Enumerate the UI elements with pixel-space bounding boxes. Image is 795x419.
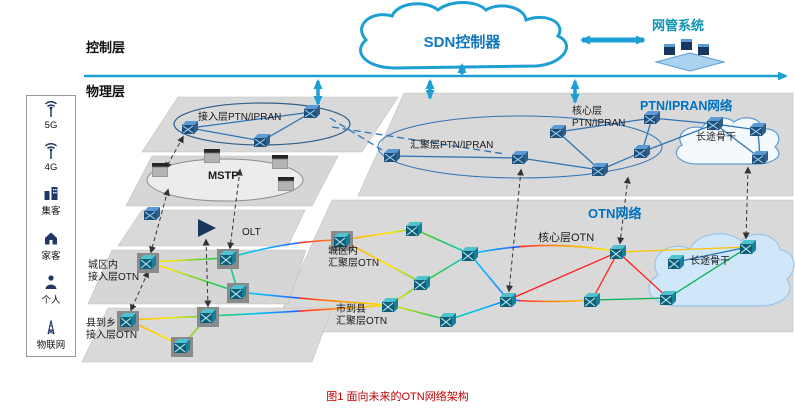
plane-ptn-core	[357, 92, 794, 197]
sdn-controller-cloud	[359, 1, 568, 70]
access-ptn-label: 接入层PTN/IPRAN	[198, 112, 282, 123]
antenna-5g-icon	[44, 101, 58, 117]
otn-node	[199, 309, 217, 324]
otn-node	[173, 339, 191, 354]
sidebar-item-4g: 4G	[42, 142, 60, 173]
ptn-router-node	[383, 149, 401, 163]
control-layer-label: 控制层	[86, 40, 126, 55]
ptn-router-node	[303, 105, 321, 119]
sidebar-item-label: 个人	[41, 295, 61, 307]
longhaul-ptn-label: 长途骨干	[696, 132, 736, 143]
longhaul-otn-cloud	[648, 233, 795, 307]
otn-node	[667, 255, 685, 270]
mstp-node	[204, 149, 220, 163]
customer-types-sidebar: 5G 4G 集客 家客	[26, 95, 76, 357]
sidebar-item-label: 家客	[41, 250, 61, 262]
antenna-4g-icon	[44, 142, 58, 159]
sidebar-item-label: 5G	[44, 120, 58, 131]
otn-node	[405, 222, 423, 237]
person-icon	[45, 275, 57, 290]
sidebar-item-iot: 物联网	[36, 318, 66, 351]
urban-agg-otn-label: 城区内 汇聚层OTN	[328, 246, 380, 270]
mstp-node	[278, 177, 294, 191]
mstp-node	[272, 155, 288, 169]
sidebar-item-label: 4G	[44, 161, 58, 173]
ptn-router-node	[751, 151, 769, 165]
otn-node	[139, 255, 157, 270]
otn-node	[499, 293, 517, 308]
olt-triangle-icon	[198, 219, 216, 237]
nms-title: 网管系统	[652, 18, 705, 33]
building-icon	[44, 187, 58, 201]
physical-layer-label: 物理层	[86, 84, 126, 99]
core-otn-label: 核心层OTN	[538, 232, 595, 244]
sidebar-item-5g: 5G	[42, 101, 60, 131]
otn-node	[739, 240, 757, 255]
sidebar-item-home-customers: 家客	[41, 229, 61, 262]
otn-node	[461, 247, 479, 262]
ptn-router-node	[749, 123, 767, 137]
nms-icon	[654, 39, 726, 72]
county-access-otn-label: 县到乡 接入层OTN	[86, 318, 138, 342]
city-county-agg-otn-label: 市到县 汇聚层OTN	[336, 304, 388, 328]
otn-node	[333, 233, 351, 248]
control-to-physical-arrows	[313, 63, 580, 106]
otn-node	[229, 285, 247, 300]
otn-node	[583, 293, 601, 308]
otn-node	[413, 276, 431, 291]
core-ptn-label: 核心层 PTN/IPRAN	[572, 106, 626, 130]
ptn-router-node	[633, 145, 651, 159]
figure-caption: 图1 面向未来的OTN网络架构	[326, 391, 469, 403]
sidebar-item-label: 集客	[41, 206, 61, 218]
ptn-router-node	[253, 134, 271, 148]
mstp-node	[152, 163, 168, 177]
agg-ptn-label: 汇聚层PTN/IPRAN	[410, 140, 494, 151]
otn-node	[609, 245, 627, 260]
ptn-network-label: PTN/IPRAN网络	[640, 99, 733, 113]
otn-node	[659, 291, 677, 306]
ptn-router-node	[511, 151, 529, 165]
olt-node	[143, 207, 161, 221]
sidebar-item-label: 物联网	[36, 339, 66, 351]
sdn-controller-label: SDN控制器	[423, 34, 501, 51]
interlayer-dashed-arrows	[130, 135, 752, 312]
plane-access-ptn	[141, 96, 399, 153]
plane-county-access-otn	[81, 307, 333, 363]
home-icon	[44, 232, 57, 245]
otn-links	[127, 228, 749, 347]
ptn-router-node	[549, 125, 567, 139]
sidebar-item-group-customers: 集客	[41, 184, 61, 218]
longhaul-otn-label: 长途骨干	[690, 256, 730, 267]
urban-access-otn-label: 城区内 接入层OTN	[88, 260, 140, 284]
ptn-router-node	[591, 163, 609, 177]
ptn-router-node	[181, 121, 199, 135]
otn-network-label: OTN网络	[588, 206, 642, 221]
mstp-ring	[146, 158, 304, 202]
iot-tower-icon	[47, 320, 55, 335]
ptn-router-node	[706, 117, 724, 131]
otn-node	[439, 313, 457, 328]
mstp-label: MSTP	[208, 170, 239, 182]
olt-label: OLT	[242, 227, 261, 238]
sidebar-item-individual: 个人	[41, 273, 61, 307]
otn-node	[219, 251, 237, 266]
